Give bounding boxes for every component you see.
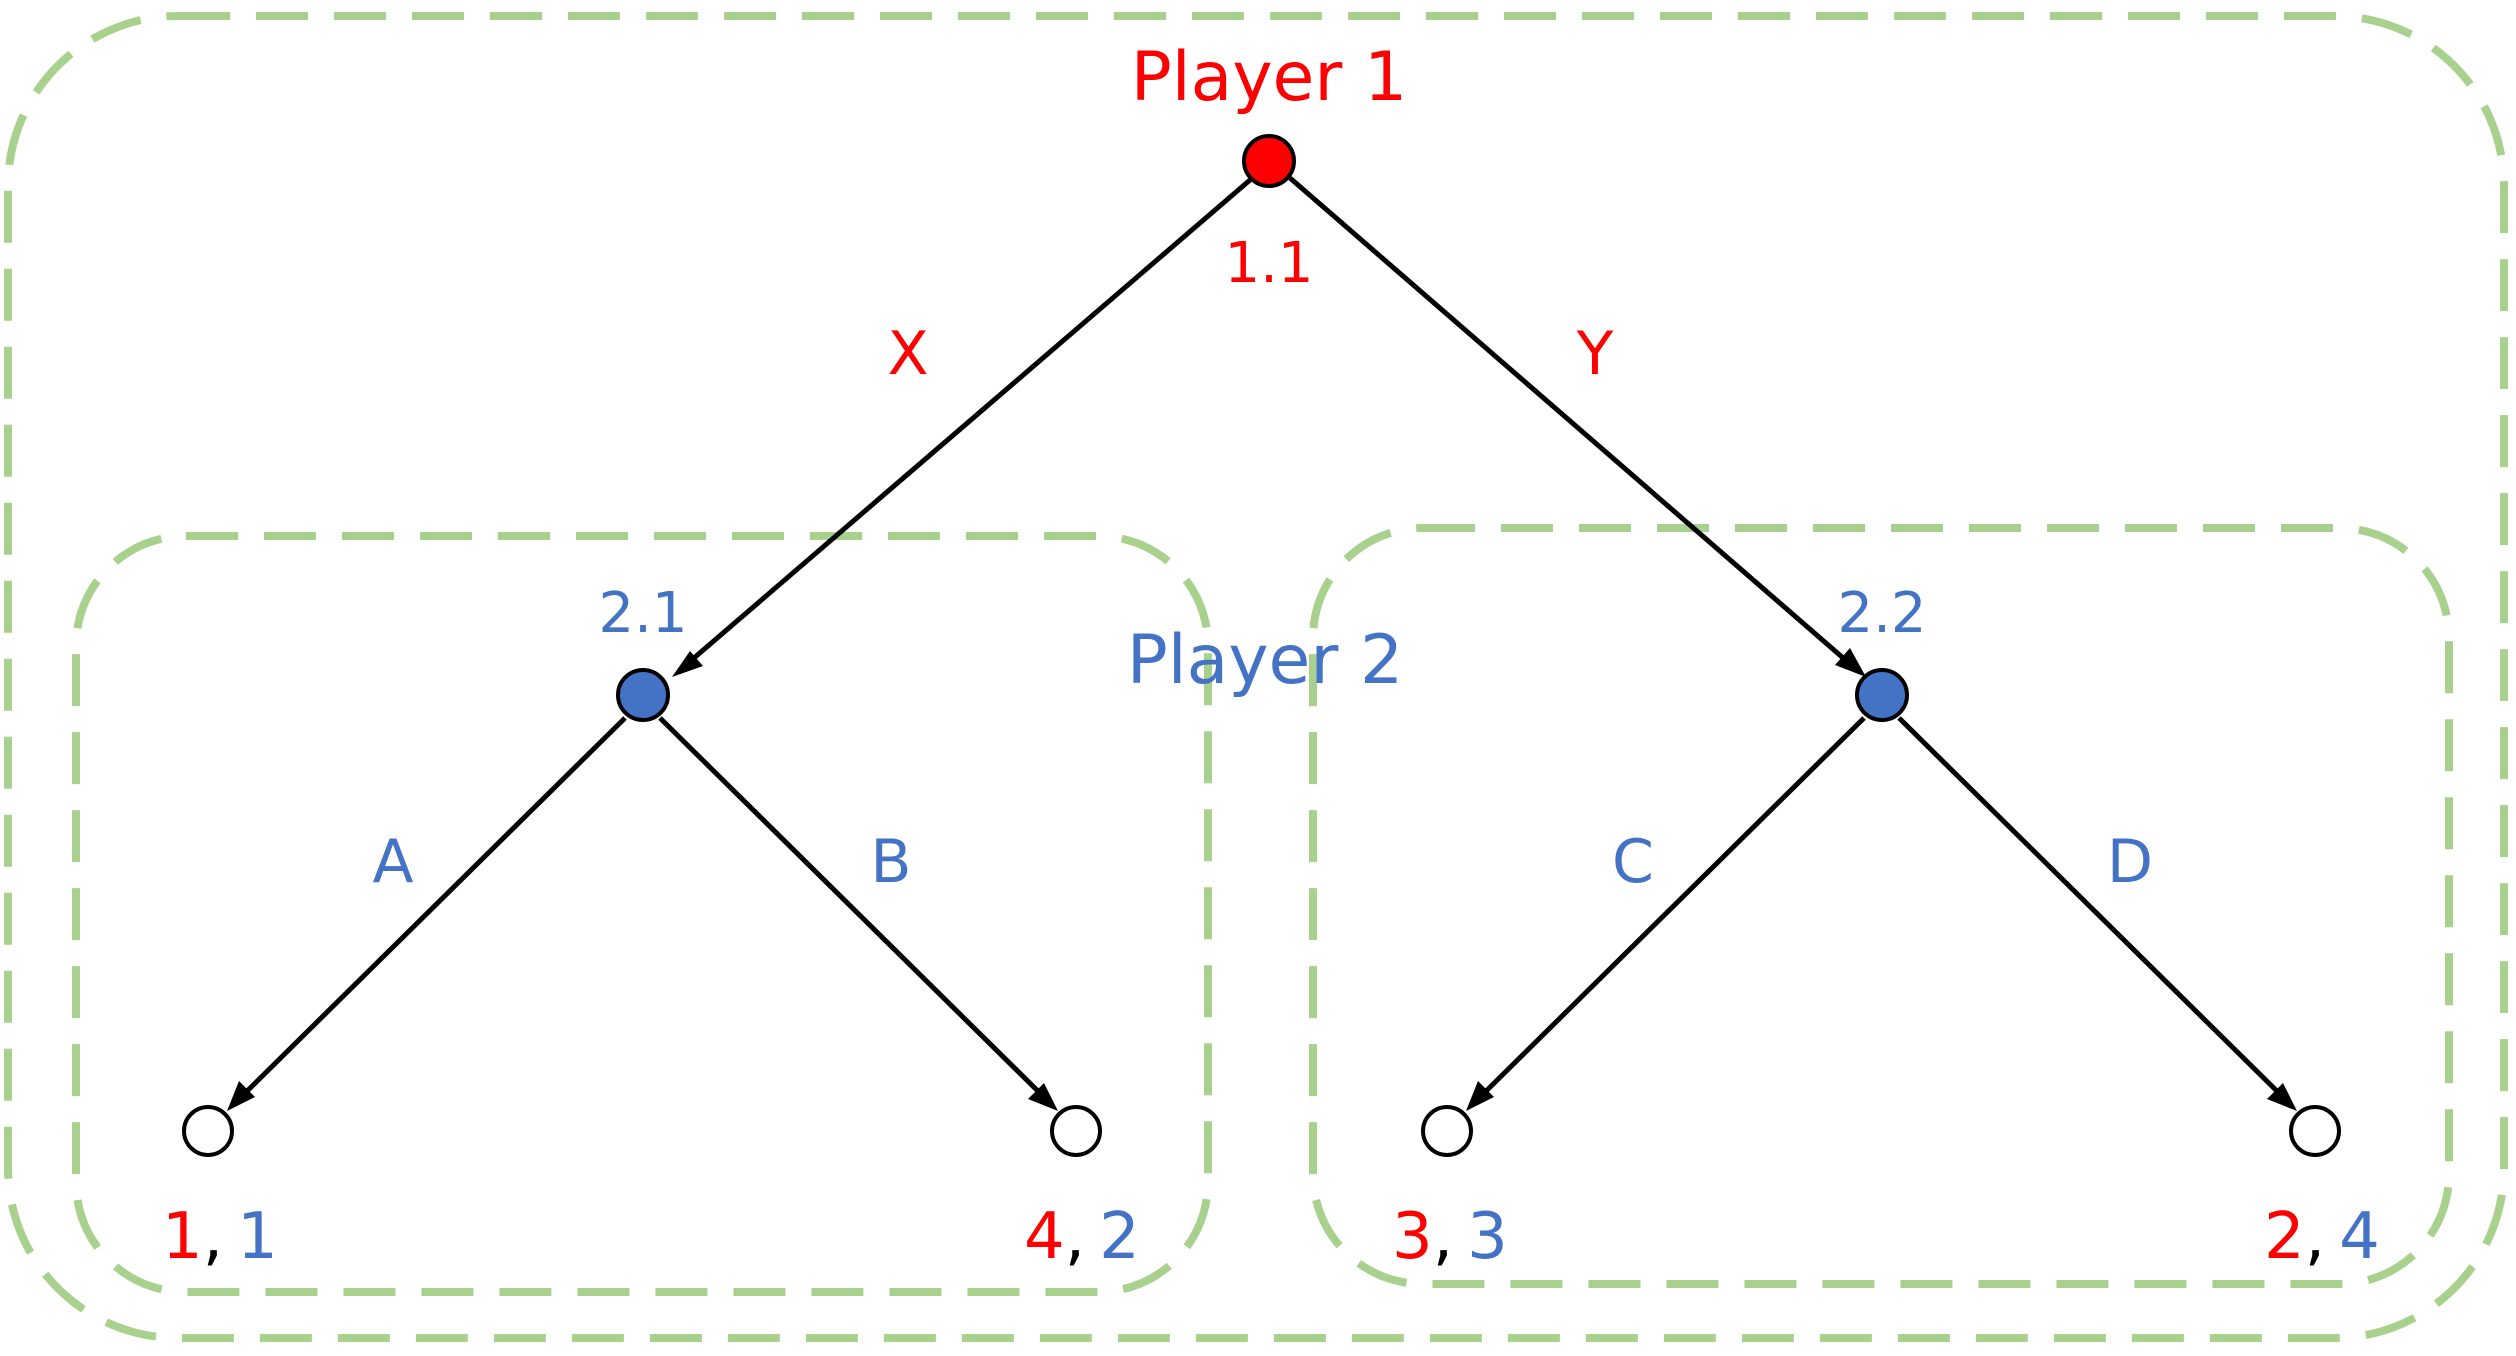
terminal-node-4 <box>2289 1105 2341 1157</box>
subgame-right-boundary <box>1309 524 2453 1288</box>
payoff-2-player1: 4 <box>1024 1200 1065 1274</box>
payoff-1-player1: 1 <box>162 1200 203 1274</box>
edge-d <box>1897 716 2292 1106</box>
payoff-2-separator: , <box>1065 1200 1085 1274</box>
payoff-1-separator: , <box>203 1200 223 1274</box>
payoff-4: 2,4 <box>2264 1200 2380 1274</box>
edge-y <box>1288 176 1859 672</box>
move-label-y: Y <box>1576 319 1614 389</box>
edge-a <box>232 716 627 1106</box>
arrowhead-x <box>672 651 703 677</box>
whole-game-boundary <box>4 12 2508 1342</box>
terminal-node-1 <box>182 1105 234 1157</box>
move-label-a: A <box>372 827 413 897</box>
arrowhead-y <box>1835 648 1866 677</box>
decision-node-2-1 <box>616 668 670 722</box>
arrowhead-d <box>2267 1083 2297 1111</box>
decision-node-1-1 <box>1242 134 1296 188</box>
payoff-4-player1: 2 <box>2264 1200 2305 1274</box>
payoff-1: 1,1 <box>162 1200 278 1274</box>
move-label-d: D <box>2107 827 2153 897</box>
decision-node-2-2 <box>1855 668 1909 722</box>
payoff-4-separator: , <box>2305 1200 2325 1274</box>
terminal-node-3 <box>1421 1105 1473 1157</box>
edge-x <box>678 178 1252 672</box>
move-label-c: C <box>1612 827 1654 897</box>
arrowhead-c <box>1466 1081 1494 1111</box>
edge-b <box>658 716 1053 1106</box>
move-label-x: X <box>887 319 928 389</box>
payoff-3: 3,3 <box>1392 1200 1508 1274</box>
payoff-3-separator: , <box>1433 1200 1453 1274</box>
node-label-2-2: 2.2 <box>1837 581 1926 646</box>
payoff-4-player2: 4 <box>2339 1200 2380 1274</box>
terminal-node-2 <box>1050 1105 1102 1157</box>
payoff-3-player1: 3 <box>1392 1200 1433 1274</box>
node-label-2-1: 2.1 <box>598 581 687 646</box>
player-2-label: Player 2 <box>1127 621 1403 700</box>
arrowhead-a <box>227 1081 255 1111</box>
subgame-left-boundary <box>72 532 1212 1296</box>
edge-c <box>1471 716 1866 1106</box>
arrowhead-b <box>1028 1083 1058 1111</box>
payoff-2: 4,2 <box>1024 1200 1140 1274</box>
payoff-1-player2: 1 <box>237 1200 278 1274</box>
move-label-b: B <box>870 827 911 897</box>
payoff-2-player2: 2 <box>1099 1200 1140 1274</box>
node-label-1-1: 1.1 <box>1224 231 1313 296</box>
player-1-label: Player 1 <box>1131 38 1407 117</box>
payoff-3-player2: 3 <box>1467 1200 1508 1274</box>
